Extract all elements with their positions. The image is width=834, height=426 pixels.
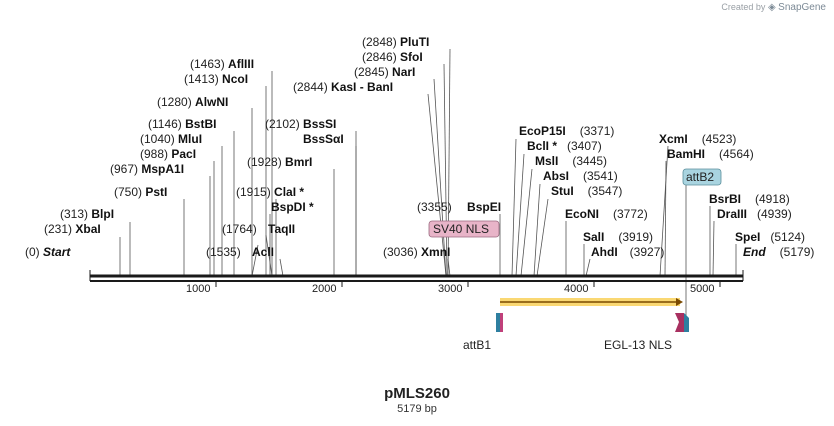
attb1-label: attB1	[463, 338, 491, 352]
site-lines	[119, 48, 737, 318]
site-label-bstbi: (1146) BstBI	[148, 117, 216, 131]
site-label-mlui: (1040) MluI	[140, 132, 202, 146]
site-label-bcli: BclI *(3407)	[527, 139, 602, 153]
site-label-draiii: DraIII(4939)	[717, 207, 792, 221]
site-label-paci: (988) PacI	[140, 147, 196, 161]
site-label-mspa1i: (967) MspA1I	[110, 162, 184, 176]
site-label-econi: EcoNI(3772)	[565, 207, 648, 221]
site-label-bsssai: BssSαI	[303, 132, 344, 146]
plasmid-length: 5179 bp	[397, 403, 437, 415]
snapgene-logo-icon: ◈	[767, 2, 776, 13]
feature-sv40-nls[interactable]: SV40 NLS	[428, 220, 500, 238]
site-label-nari: (2845) NarI	[354, 65, 415, 79]
site-label-acli: AclI	[252, 245, 274, 259]
site-label-spei: SpeI(5124)	[735, 230, 805, 244]
site-label-sfoi: (2846) SfoI	[362, 50, 423, 64]
site-label-bamhi: BamHI(4564)	[667, 147, 754, 161]
feature-attb2[interactable]: attB2	[682, 168, 722, 186]
site-label-bsssi: (2102) BssSI	[265, 117, 336, 131]
site-label-xmni: (3036) XmnI	[383, 245, 450, 259]
plasmid-name: pMLS260	[384, 385, 450, 402]
site-label-bmri: (1928) BmrI	[247, 155, 312, 169]
svg-text:attB2: attB2	[686, 170, 714, 184]
egl13-nls-arrow[interactable]	[500, 298, 683, 306]
backbone	[89, 270, 744, 282]
site-label-ncoi: (1413) NcoI	[184, 72, 248, 86]
tick-4000: 4000	[564, 283, 588, 295]
site-label-pluti: (2848) PluTI	[362, 35, 429, 49]
site-label-psti: (750) PstI	[114, 185, 167, 199]
site-label-afliii: (1463) AflIII	[190, 57, 254, 71]
snapgene-credit: Created by ◈ SnapGene	[721, 2, 826, 13]
site-label-kasi-bani: (2844) KasI - BanI	[293, 80, 393, 94]
site-label-absi: AbsI(3541)	[543, 169, 618, 183]
site-label-ecop15i: EcoP15I(3371)	[519, 124, 614, 138]
egl13-marker[interactable]	[675, 313, 689, 332]
site-label-ahdi: AhdI(3927)	[591, 245, 664, 259]
site-label-start: (0) Start	[25, 245, 71, 259]
site-label-alwni: (1280) AlwNI	[157, 95, 228, 109]
site-label-xcmi: XcmI(4523)	[659, 132, 736, 146]
site-label-stui: StuI(3547)	[551, 184, 622, 198]
site-label-xbai: (231) XbaI	[44, 222, 101, 236]
site-label-clai: (1915) ClaI *	[236, 185, 304, 199]
ruler: 1000 2000 3000 4000 5000	[186, 281, 721, 295]
tick-2000: 2000	[312, 283, 336, 295]
tick-1000: 1000	[186, 283, 210, 295]
site-label-bsrbi: BsrBI(4918)	[709, 192, 790, 206]
attb1-marker[interactable]	[496, 313, 503, 332]
site-label-blpi: (313) BlpI	[60, 207, 114, 221]
site-label-1764: (1764)	[222, 222, 257, 236]
site-label-end: End(5179)	[743, 245, 814, 259]
tick-3000: 3000	[438, 283, 462, 295]
egl13-nls-label: EGL-13 NLS	[604, 338, 672, 352]
site-label-msli: MslI(3445)	[535, 154, 607, 168]
site-label-bspdi: BspDI *	[271, 200, 314, 214]
site-labels: (0) Start (231) XbaI (313) BlpI (750) Ps…	[25, 35, 814, 259]
site-label-bspei: (3355) BspEI	[417, 200, 501, 214]
site-label-taqii: TaqII	[268, 222, 295, 236]
site-label-sali: SalI(3919)	[583, 230, 653, 244]
svg-text:SV40 NLS: SV40 NLS	[433, 222, 489, 236]
tick-5000: 5000	[690, 283, 714, 295]
site-label-1535: (1535)	[206, 245, 241, 259]
